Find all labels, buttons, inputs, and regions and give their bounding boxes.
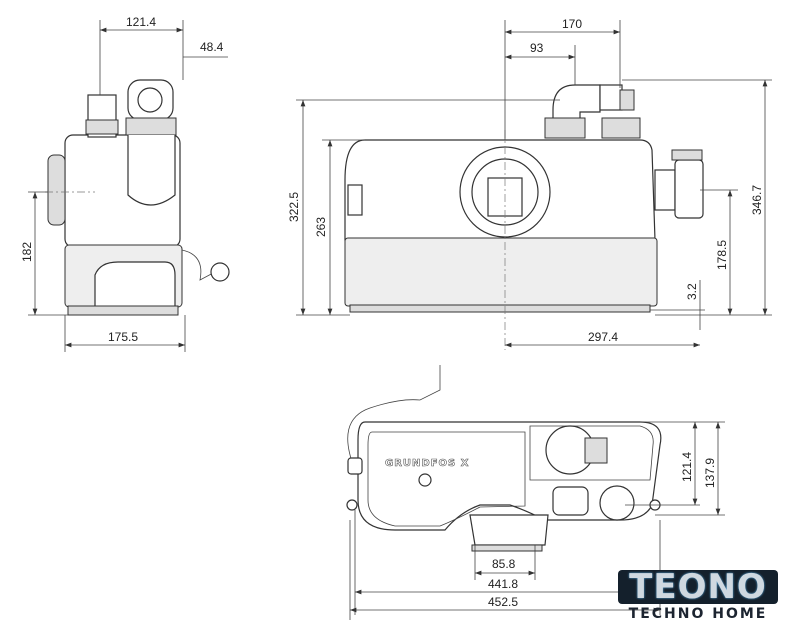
dim-toilet-inlet: 85.8 — [492, 557, 516, 571]
logo-name: TEONO — [618, 570, 778, 604]
top-view: GRUNDFOS X — [346, 365, 662, 552]
dim-inner-width: 441.8 — [488, 577, 518, 591]
dim-outlet-depth: 121.4 — [680, 452, 694, 482]
dim-foot-height: 3.2 — [685, 283, 699, 300]
brand-label: GRUNDFOS X — [385, 458, 469, 469]
dim-depth: 175.5 — [108, 330, 138, 344]
dim-outlet-offset: 48.4 — [200, 40, 224, 54]
logo-tagline: TECHNO HOME — [628, 606, 768, 622]
top-view-dimensions: 121.4 137.9 85.8 441.8 452.5 — [349, 421, 725, 620]
dim-side-width-top: 121.4 — [126, 15, 156, 29]
dim-side-inlet-height: 178.5 — [715, 240, 729, 270]
dim-inlet-height: 182 — [20, 242, 34, 262]
dim-height-body: 322.5 — [287, 192, 301, 222]
dim-total-width: 452.5 — [488, 595, 518, 609]
front-view — [344, 84, 704, 350]
teono-logo: TEONO TECHNO HOME — [618, 570, 778, 622]
dim-outlet-position: 93 — [530, 41, 544, 55]
front-view-dimensions: 170 93 322.5 263 178.5 3.2 346.7 297.4 — [287, 17, 772, 348]
dim-total-height: 346.7 — [750, 185, 764, 215]
dim-total-width-top: 170 — [562, 17, 582, 31]
side-view-dimensions: 121.4 48.4 182 175.5 — [20, 15, 228, 352]
dim-base-width: 297.4 — [588, 330, 618, 344]
dim-height-lid: 263 — [314, 217, 328, 237]
side-view — [45, 79, 230, 316]
dim-total-depth: 137.9 — [703, 458, 717, 488]
